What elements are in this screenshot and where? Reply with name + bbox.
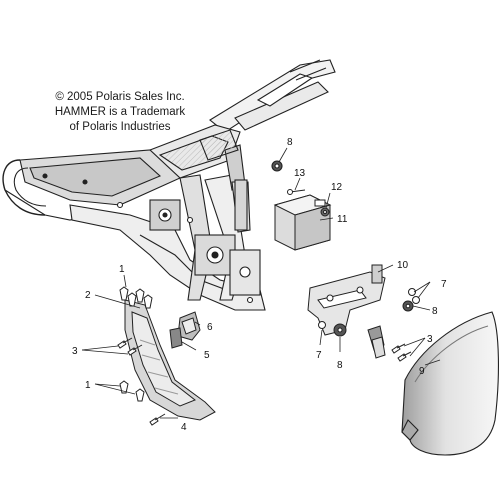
copyright-line-2: HAMMER is a Trademark xyxy=(54,106,186,118)
callout-7b: 7 xyxy=(316,350,322,361)
copyright-notice: © 2005 Polaris Sales Inc. HAMMER is a Tr… xyxy=(40,90,200,135)
latch-assembly xyxy=(169,311,201,349)
copyright-line-3: of Polaris Industries xyxy=(69,121,171,133)
mounting-bracket xyxy=(307,264,386,359)
callout-8c: 8 xyxy=(337,360,343,371)
left-side-cover xyxy=(124,299,216,421)
screw-item-4 xyxy=(149,413,166,426)
callout-4: 4 xyxy=(181,422,187,433)
callout-13: 13 xyxy=(294,168,306,179)
callout-8b: 8 xyxy=(432,306,438,317)
rivet-set-upper xyxy=(119,286,153,309)
right-side-cover xyxy=(401,311,499,456)
screw-set-left xyxy=(117,337,143,356)
callout-1b: 1 xyxy=(85,380,91,391)
copyright-line-1: © 2005 Polaris Sales Inc. xyxy=(55,91,185,103)
fastener-set-right xyxy=(318,288,420,362)
callout-9: 9 xyxy=(419,366,425,377)
rivet-set-lower xyxy=(119,380,145,402)
callout-8a: 8 xyxy=(287,137,293,148)
callout-3b: 3 xyxy=(427,334,433,345)
callout-6: 6 xyxy=(207,322,213,333)
callout-labels: 1 2 3 1 4 5 6 8 13 12 11 10 7 8 7 8 3 9 xyxy=(72,137,447,433)
callout-11: 11 xyxy=(337,214,348,225)
callout-5: 5 xyxy=(204,350,210,361)
callout-12: 12 xyxy=(331,182,343,193)
frame-assembly xyxy=(2,59,336,311)
leader-lines xyxy=(81,147,441,419)
electronic-module xyxy=(273,189,332,251)
callout-7a: 7 xyxy=(441,279,447,290)
callout-3a: 3 xyxy=(72,346,78,357)
callout-1a: 1 xyxy=(119,264,125,275)
callout-10: 10 xyxy=(397,260,409,271)
callout-2: 2 xyxy=(85,290,91,301)
